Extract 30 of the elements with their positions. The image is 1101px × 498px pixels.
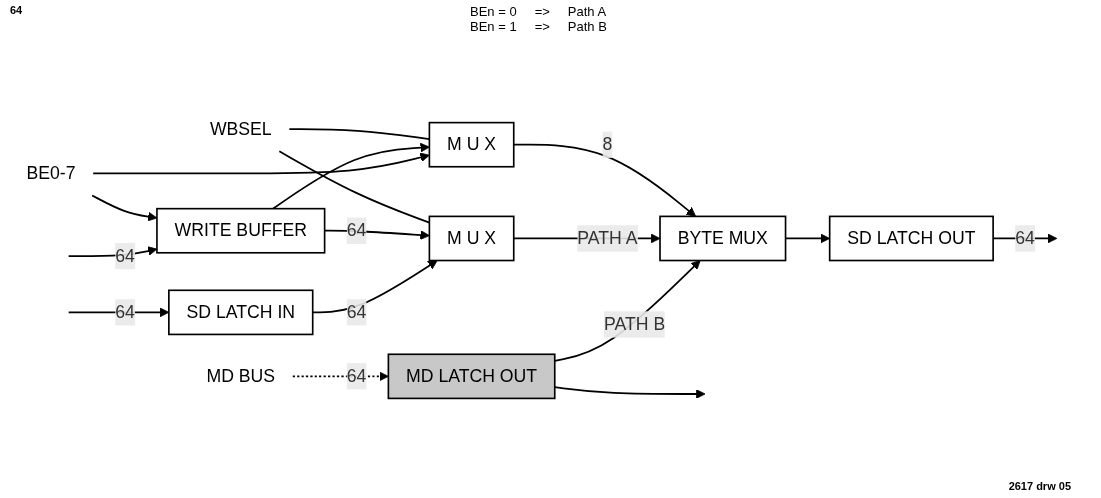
arrow bbox=[291, 371, 389, 382]
node-box: M U X bbox=[428, 215, 515, 262]
note-text: Path A bbox=[567, 4, 607, 19]
node-box: WRITE BUFFER bbox=[156, 207, 326, 254]
edge-label: 64 bbox=[346, 366, 367, 386]
note-text: Path B bbox=[567, 19, 607, 34]
edge-label: 64 bbox=[115, 246, 135, 265]
node-text: BE0-7 bbox=[26, 163, 76, 183]
node-box: M U X bbox=[428, 121, 515, 168]
bus-width-label: 64 bbox=[10, 4, 23, 16]
node-box: SD LATCH IN bbox=[168, 289, 314, 336]
drawing-number: 2617 drw 05 bbox=[1008, 480, 1071, 492]
note-text: => bbox=[534, 4, 550, 19]
edge-label: 8 bbox=[602, 134, 613, 154]
note-text: BEn = 0 bbox=[470, 4, 517, 19]
node-box: SD LATCH OUT bbox=[828, 215, 994, 262]
edge-label: 64 bbox=[346, 220, 367, 240]
edge-label: PATH B bbox=[604, 314, 666, 334]
arrow bbox=[272, 142, 430, 210]
node-text: MD BUS bbox=[206, 366, 276, 386]
edge-label: 64 bbox=[346, 302, 367, 322]
note-text: BEn = 1 bbox=[470, 19, 517, 34]
node-box: BYTE MUX bbox=[659, 215, 787, 262]
note-text: => bbox=[534, 19, 550, 34]
node-text: WBSEL bbox=[209, 119, 272, 139]
edge-label: PATH A bbox=[577, 228, 638, 248]
edge-label: 64 bbox=[1015, 228, 1035, 248]
arrow bbox=[92, 152, 430, 175]
edge-label: 64 bbox=[115, 302, 135, 322]
node-box: MD LATCH OUT bbox=[387, 353, 556, 400]
